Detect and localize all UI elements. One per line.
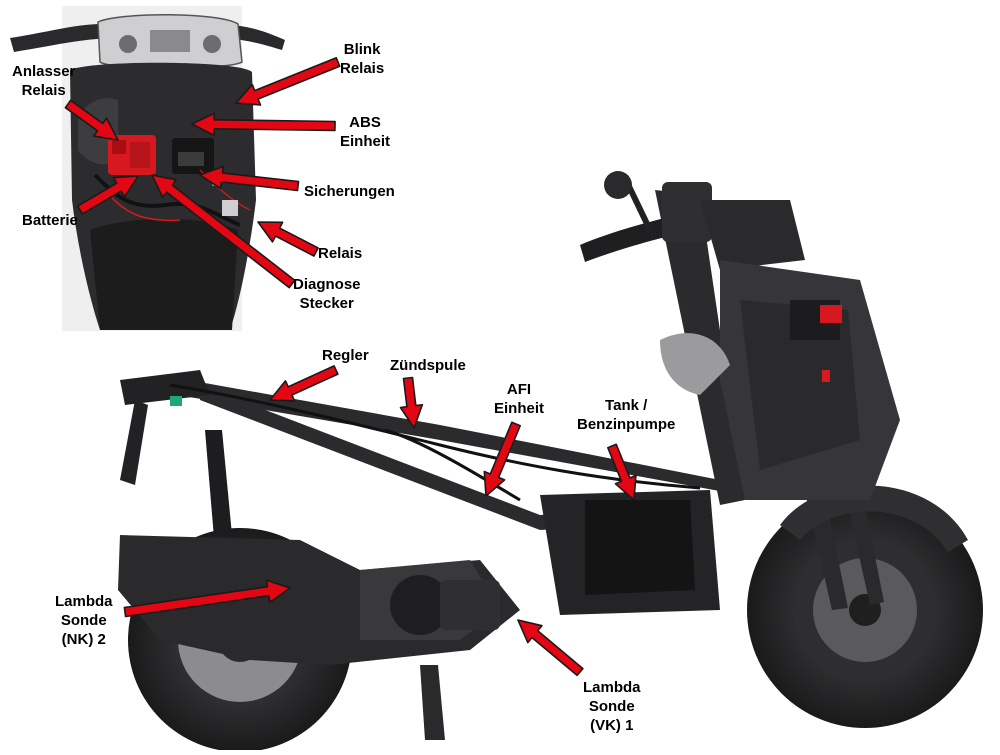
label-relais: Relais <box>318 245 363 262</box>
arrow-blink-relais <box>235 56 341 106</box>
arrow-zuendspule <box>399 376 424 429</box>
arrow-lambda-vk1 <box>517 619 584 677</box>
arrow-layer <box>64 56 637 677</box>
inset-electronics-photo <box>10 6 285 331</box>
label-sicherungen: Sicherungen <box>304 183 395 200</box>
label-regler: Regler <box>322 347 369 364</box>
arrow-tank-benzinpumpe <box>606 443 637 501</box>
arrow-batterie <box>76 175 139 215</box>
arrow-abs-einheit <box>191 112 336 137</box>
label-zuendspule: Zündspule <box>390 357 466 374</box>
arrow-sicherungen <box>199 165 300 192</box>
arrow-diagnose-stecker <box>151 174 296 289</box>
label-tank-benzinpumpe: Tank /Benzinpumpe <box>577 397 676 433</box>
arrow-regler <box>269 365 339 402</box>
scooter-main <box>118 171 983 752</box>
label-batterie: Batterie <box>22 212 78 229</box>
arrow-relais <box>257 221 319 257</box>
arrow-anlasser-relais <box>64 99 119 141</box>
arrow-afi-einheit <box>483 421 522 497</box>
arrow-lambda-nk2 <box>123 579 291 618</box>
